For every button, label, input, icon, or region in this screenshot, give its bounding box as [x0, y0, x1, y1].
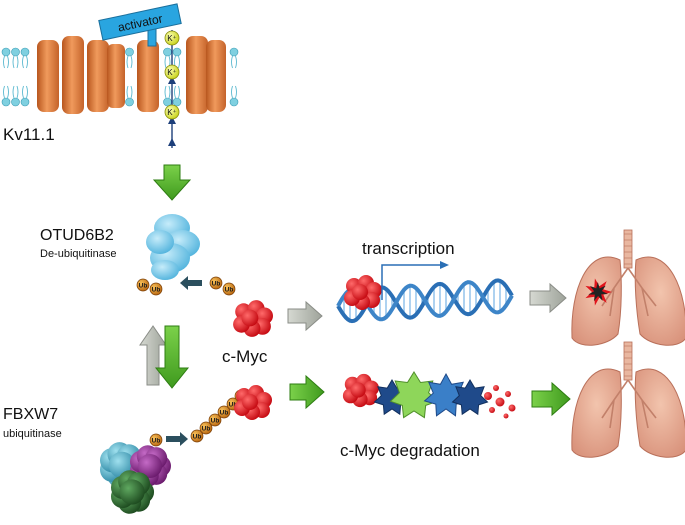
degradation-label: c-Myc degradation: [340, 441, 480, 460]
svg-text:Ub: Ub: [152, 287, 161, 294]
svg-text:K⁺: K⁺: [167, 34, 177, 43]
green-down-arrow: [152, 164, 192, 201]
otud-label: OTUD6B2: [40, 227, 114, 244]
ubiquitin-icon: Ub: [222, 282, 236, 296]
ubiquitin-icon: Ub: [209, 276, 223, 290]
cmyc-protein: [234, 385, 272, 420]
fbxw-label: FBXW7: [3, 406, 58, 423]
ubiquitination-arrow: [166, 432, 188, 446]
ubiquitin-icon: Ub: [190, 429, 204, 443]
transcription-start-arrow: [381, 261, 449, 300]
ubiquitin-icon: Ub: [149, 433, 163, 447]
svg-text:Ub: Ub: [212, 281, 221, 288]
svg-text:Ub: Ub: [220, 410, 229, 417]
fbxw-complex: [99, 442, 171, 514]
ubiquitin-icon: Ub: [199, 421, 213, 435]
polyubiquitin-chain: UbUbUbUbUbUbUb: [149, 389, 248, 447]
cmyc-on-dna: [344, 275, 382, 310]
ubiquitin-icon: Ub: [217, 405, 231, 419]
cmyc-label: c-Myc: [222, 347, 268, 366]
svg-text:Ub: Ub: [139, 283, 148, 290]
gray-up-arrow: [139, 325, 167, 386]
svg-text:Ub: Ub: [152, 438, 161, 445]
fbxw-role-label: ubiquitinase: [3, 428, 62, 440]
ubiquitin-icon: Ub: [136, 278, 150, 292]
green-right-arrow: [289, 374, 325, 410]
svg-text:Ub: Ub: [229, 402, 238, 409]
ubiquitin-icon: Ub: [149, 282, 163, 296]
potassium-ion-icon: K⁺: [164, 64, 180, 80]
svg-text:Ub: Ub: [225, 287, 234, 294]
healthy-lungs: [571, 341, 685, 458]
removal-arrow: [180, 276, 202, 290]
gray-right-arrow: [287, 300, 323, 332]
potassium-ion-icon: K⁺: [164, 104, 180, 120]
svg-text:Ub: Ub: [202, 426, 211, 433]
otud-role-label: De-ubiquitinase: [40, 248, 116, 260]
green-down-arrow: [154, 325, 190, 389]
otud-deubiquitinase-blob: [146, 214, 200, 280]
channel-label: Kv11.1: [3, 125, 55, 144]
kv11-channel: [37, 36, 226, 114]
svg-text:K⁺: K⁺: [167, 68, 177, 77]
svg-text:Ub: Ub: [193, 434, 202, 441]
activator-molecule: activator: [98, 3, 182, 47]
potassium-ion-icon: K⁺: [164, 30, 180, 46]
gray-right-arrow: [529, 282, 567, 314]
lungs-with-tumor: [571, 229, 685, 346]
svg-text:K⁺: K⁺: [167, 108, 177, 117]
lipid-bilayer: [1, 47, 239, 107]
svg-text:Ub: Ub: [211, 418, 220, 425]
green-right-arrow: [531, 381, 571, 417]
tumor-icon: [585, 278, 612, 306]
cmyc-protein: [233, 300, 273, 337]
transcription-label: transcription: [362, 239, 455, 258]
proteasome-degradation: [342, 371, 516, 419]
ubiquitin-icon: Ub: [208, 413, 222, 427]
